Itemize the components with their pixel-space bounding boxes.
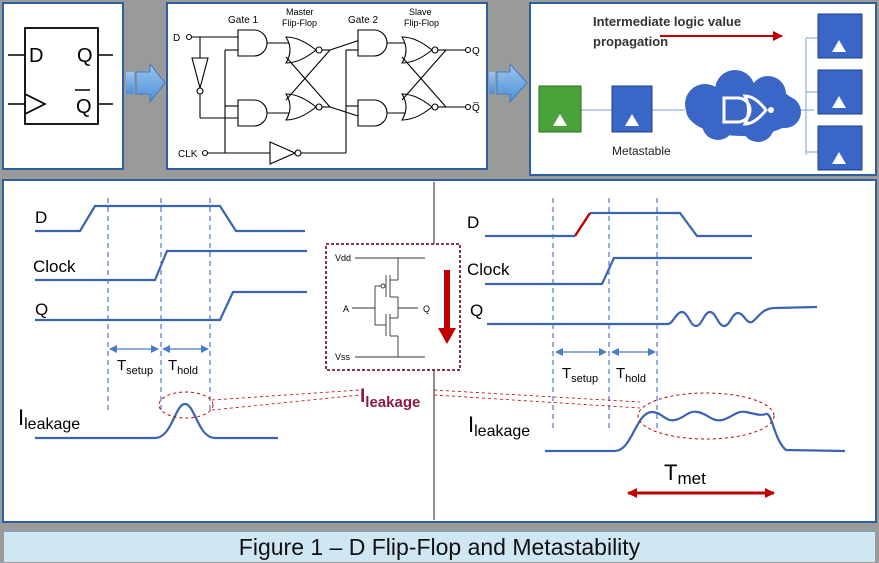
right-ileak-waveform — [545, 410, 846, 453]
left-d-label: D — [35, 208, 47, 227]
right-q-label: Q — [470, 301, 483, 320]
tmet-label: Tmet — [664, 460, 706, 488]
right-clock-label: Clock — [467, 260, 510, 279]
inset-ileak-label: Ileakage — [360, 386, 420, 411]
dff-q-label: Q — [77, 45, 93, 67]
right-d-label: D — [467, 213, 479, 232]
arrow-right-icon — [489, 62, 528, 104]
left-q-label: Q — [35, 300, 48, 319]
vdd-label: Vdd — [335, 253, 351, 263]
left-ileak-label: Ileakage — [18, 405, 80, 433]
metastable-label: Metastable — [612, 144, 671, 158]
right-thold-label: Thold — [616, 365, 646, 385]
arrow-down-icon — [438, 328, 456, 344]
dff-qbar-label: Q — [76, 96, 92, 118]
circuit-qbar-label: Q̅ — [472, 102, 480, 114]
propagation-title: Intermediate logic value — [593, 14, 741, 29]
left-timing-diagram: D Clock Q Tsetup Thold Ileakage — [18, 198, 361, 440]
inverter-inset: Vdd Vss A Q Ileakage — [325, 243, 461, 411]
right-leak-highlight — [637, 392, 775, 440]
clock-triangle-icon — [24, 93, 47, 115]
left-leak-highlight — [158, 391, 214, 419]
master-label-2: Flip-Flop — [282, 18, 317, 28]
inverter-q-label: Q — [423, 304, 430, 314]
right-d-transition-red — [573, 212, 592, 237]
dff-symbol-panel: D Q Q — [2, 2, 124, 170]
circuit-d-label: D — [173, 33, 180, 44]
left-clock-label: Clock — [33, 257, 76, 276]
right-ileak-label: Ileakage — [468, 412, 530, 440]
gate2-label: Gate 2 — [348, 15, 378, 26]
master-label: Master — [286, 7, 314, 17]
vss-label: Vss — [335, 352, 351, 362]
propagation-panel: Intermediate logic value propagation Met… — [529, 2, 877, 176]
figure-caption: Figure 1 – D Flip-Flop and Metastability — [4, 531, 875, 562]
circuit-clk-label: CLK — [178, 149, 198, 160]
gate1-label: Gate 1 — [228, 15, 258, 26]
left-q-waveform — [35, 290, 307, 322]
right-tsetup-label: Tsetup — [562, 365, 598, 385]
left-tsetup-label: Tsetup — [117, 357, 153, 377]
right-clock-waveform — [485, 256, 752, 286]
slave-label-2: Flip-Flop — [404, 18, 439, 28]
right-q-waveform — [487, 305, 818, 328]
left-thold-label: Thold — [168, 357, 198, 377]
dff-d-label: D — [29, 45, 43, 67]
dff-circuit-panel: Gate 1 Master Flip-Flop Gate 2 Slave Fli… — [166, 2, 488, 170]
left-ileak-waveform — [35, 402, 278, 440]
propagation-title-2: propagation — [593, 34, 668, 49]
leak-down-arrow-shaft — [444, 270, 450, 330]
right-timing-diagram: D Clock Q Tsetup Thold Ileakage Tmet — [433, 198, 846, 498]
circuit-q-label: Q — [472, 46, 480, 57]
slave-label: Slave — [409, 7, 432, 17]
arrow-right-icon — [126, 62, 166, 104]
inverter-a-label: A — [343, 304, 349, 314]
left-d-waveform — [35, 204, 305, 233]
